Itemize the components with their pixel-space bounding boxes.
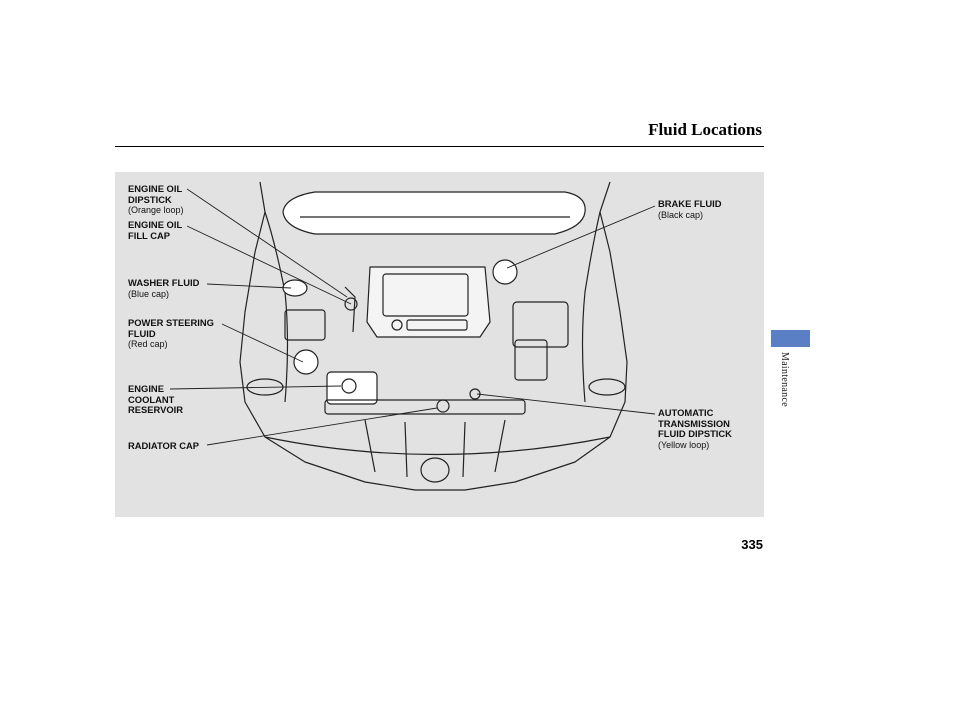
coolant-reservoir — [326, 371, 378, 405]
label-brake-sub: (Black cap) — [658, 209, 704, 220]
oil-dipstick — [344, 286, 356, 333]
fender-left — [264, 211, 289, 403]
label-radiator-cap: RADIATOR CAP — [128, 440, 200, 452]
label-engine-oil-fill-line1: ENGINE OIL — [128, 219, 183, 230]
leader-coolant — [169, 385, 342, 390]
air-box — [512, 301, 569, 348]
bumper — [264, 436, 611, 456]
label-power-steering-line2: FLUID — [128, 327, 156, 339]
section-label: Maintenance — [779, 352, 790, 407]
label-atf-line1: AUTOMATIC — [658, 407, 714, 418]
label-engine-oil-dipstick: ENGINE OIL DIPSTICK (Orange loop) — [128, 183, 184, 216]
leader-oil-dipstick — [186, 188, 348, 298]
label-coolant-line1: ENGINE — [128, 383, 164, 394]
label-engine-oil-dipstick-sub: (Orange loop) — [128, 205, 184, 215]
label-brake-fluid: BRAKE FLUID (Black cap) — [658, 198, 722, 220]
oil-fill-cap — [344, 297, 358, 311]
engine-cover-plate — [406, 319, 468, 331]
label-engine-oil-dipstick-line2: DIPSTICK — [128, 193, 172, 205]
label-atf-line2: TRANSMISSION — [658, 417, 730, 429]
section-tab — [771, 330, 810, 347]
label-power-steering-fluid: POWER STEERING FLUID (Red cap) — [128, 317, 214, 350]
label-engine-oil-fill-cap: ENGINE OIL FILL CAP — [128, 219, 183, 241]
engine-cover — [366, 266, 491, 338]
leader-oil-fill — [186, 225, 352, 305]
battery — [284, 309, 326, 341]
leader-atf — [476, 393, 656, 415]
label-washer-fluid: WASHER FLUID (Blue cap) — [128, 277, 200, 299]
fuse-box — [514, 339, 548, 381]
engine-bay-diagram — [169, 181, 656, 491]
label-radiator-line1: RADIATOR CAP — [128, 440, 200, 451]
brake-reservoir — [492, 259, 518, 285]
label-power-steering-line1: POWER STEERING — [128, 317, 214, 328]
label-power-steering-sub: (Red cap) — [128, 339, 168, 349]
fender-right — [581, 211, 601, 403]
label-brake-line1: BRAKE FLUID — [658, 198, 722, 209]
label-engine-oil-fill-line2: FILL CAP — [128, 229, 171, 241]
engine-cover-knob — [391, 319, 403, 331]
radiator-support — [324, 399, 526, 415]
label-atf-dipstick: AUTOMATIC TRANSMISSION FLUID DIPSTICK (Y… — [658, 407, 732, 450]
headlight-right — [588, 378, 626, 396]
engine-cover-panel — [382, 273, 469, 317]
page-title: Fluid Locations — [648, 120, 762, 139]
body-outline — [239, 181, 628, 491]
grille — [364, 419, 506, 478]
label-coolant-line2: COOLANT — [128, 393, 175, 405]
label-atf-line3: FLUID DIPSTICK — [658, 428, 732, 439]
label-engine-coolant-reservoir: ENGINE COOLANT RESERVOIR — [128, 383, 184, 416]
label-engine-oil-dipstick-line1: ENGINE OIL — [128, 183, 183, 194]
radiator-cap — [436, 399, 450, 413]
label-washer-fluid-line1: WASHER FLUID — [128, 277, 200, 288]
leader-power-steering — [221, 323, 304, 363]
power-steering-reservoir — [293, 349, 319, 375]
hood — [282, 191, 586, 235]
page-number: 335 — [741, 537, 763, 552]
coolant-cap — [341, 378, 357, 394]
label-atf-sub: (Yellow loop) — [658, 439, 710, 450]
leader-washer — [206, 283, 292, 289]
leader-brake — [506, 205, 656, 269]
label-washer-fluid-sub: (Blue cap) — [128, 288, 170, 299]
emblem — [420, 457, 450, 483]
title-rule — [115, 146, 764, 147]
label-coolant-line3: RESERVOIR — [128, 404, 184, 415]
leader-radiator — [206, 407, 438, 446]
